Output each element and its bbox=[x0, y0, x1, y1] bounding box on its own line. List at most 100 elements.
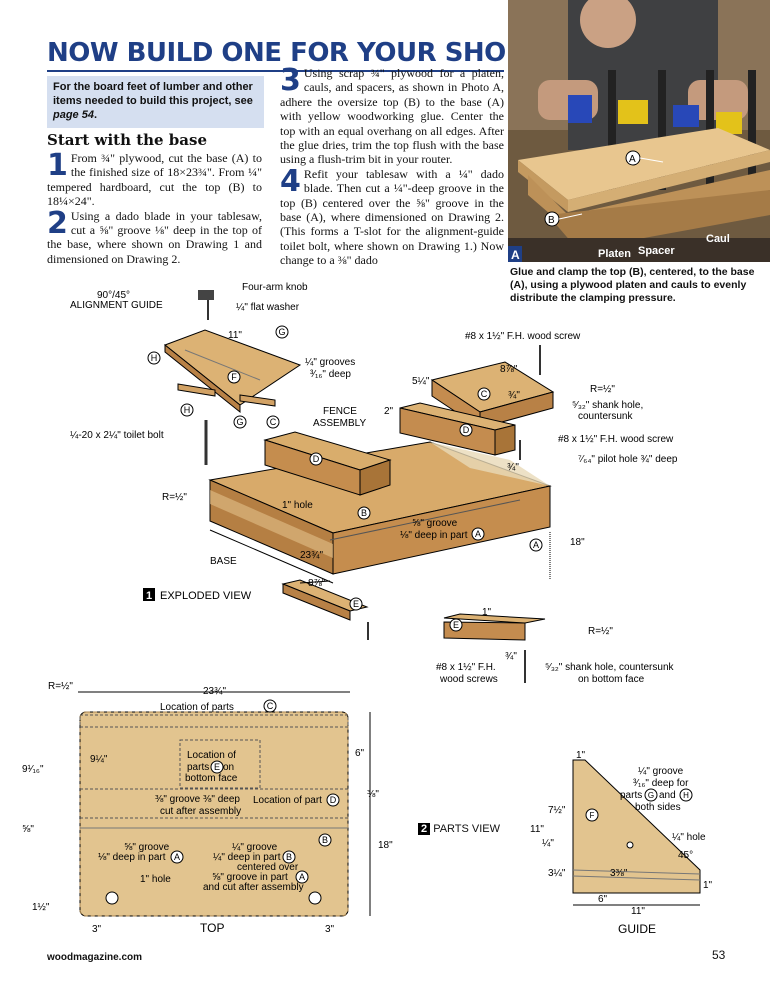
svg-text:Four-arm knob: Four-arm knob bbox=[242, 282, 308, 293]
svg-text:A: A bbox=[629, 154, 636, 165]
svg-text:11": 11" bbox=[530, 824, 544, 835]
svg-text:3⅜": 3⅜" bbox=[610, 868, 628, 879]
svg-text:E: E bbox=[353, 599, 359, 609]
top-drawing: R=½" 23¾" Location of parts 9¼" Location… bbox=[22, 681, 393, 935]
svg-text:A: A bbox=[174, 852, 180, 862]
svg-text:23¾": 23¾" bbox=[300, 550, 323, 561]
svg-text:⅝" groove: ⅝" groove bbox=[412, 518, 458, 529]
svg-text:B: B bbox=[361, 508, 367, 518]
svg-text:6": 6" bbox=[598, 894, 608, 905]
svg-text:G: G bbox=[236, 417, 243, 427]
svg-text:¼" grooves: ¼" grooves bbox=[305, 356, 355, 368]
svg-text:8⅞": 8⅞" bbox=[500, 364, 518, 375]
svg-text:C: C bbox=[481, 389, 488, 399]
svg-text:Location of part: Location of part bbox=[253, 795, 322, 806]
svg-text:H: H bbox=[184, 405, 191, 415]
svg-text:R=½": R=½" bbox=[48, 681, 73, 692]
svg-text:Location of parts: Location of parts bbox=[160, 702, 234, 713]
svg-text:⁵⁄₃₂" shank hole,: ⁵⁄₃₂" shank hole, bbox=[572, 400, 643, 411]
sidebar-link[interactable]: page 54 bbox=[53, 109, 94, 121]
svg-text:R=½": R=½" bbox=[162, 492, 187, 503]
svg-text:centered over: centered over bbox=[237, 862, 299, 873]
svg-text:G: G bbox=[278, 327, 285, 337]
svg-text:1": 1" bbox=[703, 880, 713, 891]
svg-text:GUIDE: GUIDE bbox=[618, 922, 656, 936]
svg-text:both sides: both sides bbox=[635, 802, 681, 813]
svg-text:B: B bbox=[322, 835, 328, 845]
svg-text:⅜" groove ⅜" deep: ⅜" groove ⅜" deep bbox=[155, 794, 240, 805]
photo-letter: A bbox=[511, 248, 520, 262]
page-number: 53 bbox=[712, 948, 726, 962]
svg-text:1" hole: 1" hole bbox=[140, 874, 171, 885]
svg-text:C: C bbox=[270, 417, 277, 427]
guide-drawing: 1" ¼" groove ³⁄₁₆" deep for parts and bo… bbox=[530, 750, 713, 936]
svg-text:1: 1 bbox=[146, 590, 152, 602]
svg-text:⁵⁄₃₂" shank hole, countersunk: ⁵⁄₃₂" shank hole, countersunk bbox=[545, 662, 675, 673]
svg-text:#8 x 1½" F.H. wood screw: #8 x 1½" F.H. wood screw bbox=[465, 331, 581, 342]
svg-text:⁷⁄₆₄" pilot hole ¾" deep: ⁷⁄₆₄" pilot hole ¾" deep bbox=[578, 454, 678, 465]
svg-text:¼" flat washer: ¼" flat washer bbox=[236, 301, 300, 313]
svg-text:D: D bbox=[330, 795, 337, 805]
svg-text:1": 1" bbox=[482, 607, 492, 618]
svg-text:9¹⁄₁₆": 9¹⁄₁₆" bbox=[22, 764, 44, 775]
svg-text:⅝" groove: ⅝" groove bbox=[124, 842, 170, 853]
lumber-sidebar: For the board feet of lumber and other i… bbox=[47, 76, 264, 128]
headline-rule bbox=[47, 70, 504, 72]
svg-text:R=½": R=½" bbox=[590, 384, 615, 395]
svg-text:⅝" groove in part: ⅝" groove in part bbox=[212, 872, 288, 883]
svg-text:¼": ¼" bbox=[542, 837, 554, 849]
svg-text:F: F bbox=[231, 372, 237, 382]
svg-text:C: C bbox=[267, 701, 274, 711]
svg-text:#8 x 1½" F.H. wood screw: #8 x 1½" F.H. wood screw bbox=[558, 434, 674, 445]
svg-text:parts: parts bbox=[620, 790, 642, 801]
svg-text:B: B bbox=[286, 852, 292, 862]
svg-text:⅜": ⅜" bbox=[367, 789, 379, 800]
svg-text:3": 3" bbox=[325, 924, 335, 935]
svg-text:E: E bbox=[453, 620, 459, 630]
svg-text:ALIGNMENT GUIDE: ALIGNMENT GUIDE bbox=[70, 300, 163, 311]
svg-text:¾": ¾" bbox=[507, 462, 519, 473]
svg-text:45°: 45° bbox=[678, 850, 693, 861]
svg-text:F: F bbox=[590, 811, 595, 820]
svg-text:H: H bbox=[683, 791, 689, 800]
svg-text:B: B bbox=[548, 215, 555, 226]
subhead: Start with the base bbox=[47, 131, 207, 149]
svg-text:Caul: Caul bbox=[706, 233, 730, 245]
svg-text:23¾": 23¾" bbox=[203, 686, 226, 697]
svg-text:8⅞": 8⅞" bbox=[308, 578, 326, 589]
svg-text:2": 2" bbox=[384, 406, 394, 417]
svg-text:³⁄₁₆" deep: ³⁄₁₆" deep bbox=[310, 369, 351, 380]
photo-caption: Glue and clamp the top (B), centered, to… bbox=[510, 266, 755, 304]
svg-text:Platen: Platen bbox=[598, 248, 631, 260]
svg-text:18": 18" bbox=[570, 537, 585, 548]
svg-text:11": 11" bbox=[631, 906, 645, 917]
svg-text:E: E bbox=[214, 762, 220, 772]
svg-text:on: on bbox=[223, 762, 234, 773]
svg-text:TOP: TOP bbox=[200, 921, 224, 935]
svg-text:A: A bbox=[475, 529, 481, 539]
svg-text:⅛" deep in part: ⅛" deep in part bbox=[400, 530, 468, 541]
svg-text:¼" hole: ¼" hole bbox=[672, 831, 706, 843]
exploded-view-title: EXPLODED VIEW bbox=[160, 590, 252, 602]
svg-text:1½": 1½" bbox=[32, 902, 50, 913]
svg-text:on bottom face: on bottom face bbox=[578, 674, 645, 685]
svg-text:BASE: BASE bbox=[210, 556, 237, 567]
svg-text:H: H bbox=[151, 353, 158, 363]
svg-text:⅝": ⅝" bbox=[22, 824, 34, 835]
svg-text:R=½": R=½" bbox=[588, 626, 613, 637]
svg-text:cut after assembly: cut after assembly bbox=[160, 806, 241, 817]
svg-text:¼" deep in part: ¼" deep in part bbox=[213, 851, 281, 863]
footer-site: woodmagazine.com bbox=[47, 952, 143, 963]
svg-text:3": 3" bbox=[92, 924, 102, 935]
svg-text:³⁄₁₆" deep for: ³⁄₁₆" deep for bbox=[633, 778, 689, 789]
svg-text:¼" groove: ¼" groove bbox=[232, 841, 278, 853]
svg-text:countersunk: countersunk bbox=[578, 411, 633, 422]
exploded-view: Four-arm knob ¼" flat washer 90°/45° ALI… bbox=[70, 282, 678, 685]
svg-text:⅛" deep in part: ⅛" deep in part bbox=[98, 852, 166, 863]
